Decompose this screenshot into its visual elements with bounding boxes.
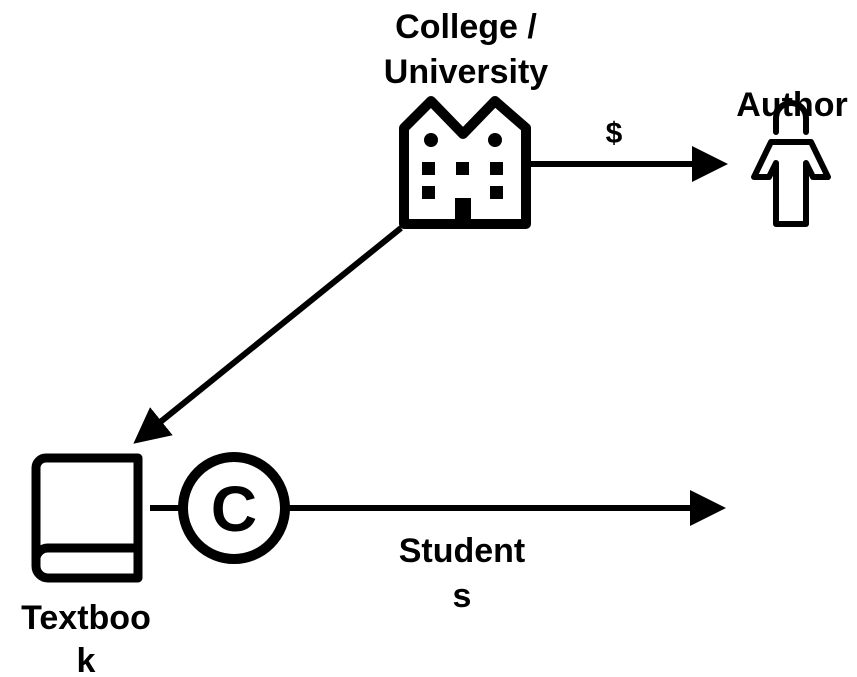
college-to-textbook-arrow [133,225,403,444]
book-icon [31,453,143,583]
payment-label: $ [606,117,623,150]
copyright-icon: C [178,452,290,564]
college-label-line1: College / [395,8,537,46]
students-label-line1: Student [399,532,526,570]
school-building-icon [399,96,531,229]
students-label-line2: s [453,577,472,615]
copyright-letter: C [211,473,257,545]
college-label-line2: University [384,53,548,91]
person-icon [751,100,831,227]
textbook-label-line1: Textboo [21,599,151,637]
textbook-label-line2: k [77,642,96,677]
